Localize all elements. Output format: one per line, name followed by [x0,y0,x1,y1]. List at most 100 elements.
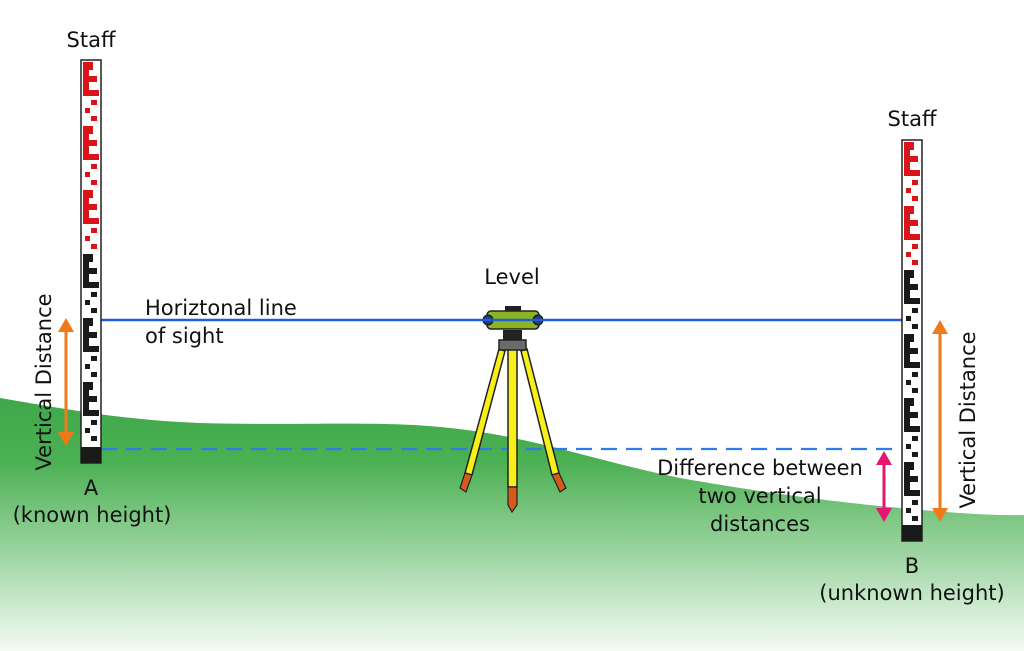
vertical-distance-arrow-right [932,320,948,522]
staff-tick [912,324,918,329]
point-b-caption: (unknown height) [819,581,1005,605]
staff-tick [91,372,97,377]
staff-tick [910,220,918,226]
staff-tick [912,196,918,201]
staff-tick [91,356,97,361]
staff-tick [910,348,918,354]
staff-tick [91,228,97,233]
tripod-foot-right [551,472,567,493]
staff-tick [85,108,90,113]
staff-tick [912,500,918,505]
staff-tick [89,204,97,210]
staff-tick [85,364,90,369]
tripod-head [498,339,527,351]
staff-tick [910,476,918,482]
staff-tick [83,190,93,198]
staff-tick [83,318,93,326]
staff-tick [83,254,93,262]
staff-tick [91,244,97,249]
staff-tick [83,282,99,288]
staff-tick [912,244,918,249]
level-label: Level [484,265,540,289]
line-of-sight-label-2: of sight [145,324,224,348]
arrow-head-top [58,318,74,332]
staff-tick [912,180,918,185]
staff-base [81,447,101,463]
staff-tick [89,332,97,338]
staff-tick [83,126,93,134]
point-b-label: B [904,554,920,578]
staff-tick [91,420,97,425]
staff-label-left: Staff [66,28,116,52]
staff-label-right: Staff [887,107,937,131]
staff-tick [904,406,910,426]
staff-tick [91,164,97,169]
staff-base [902,525,922,541]
staff-tick [904,214,910,234]
staff-tick [91,180,97,185]
staff-tick [904,278,910,298]
staff-tick [89,268,97,274]
difference-label-3: distances [710,512,810,536]
staff-tick [910,412,918,418]
difference-label-2: two vertical [698,484,822,508]
staff-tick [912,260,918,265]
staff-tick [89,396,97,402]
staff-tick [904,298,920,304]
tripod-foot-left [459,472,473,493]
staff-tick [83,390,89,410]
staff-tick [904,170,920,176]
staff-tick [912,452,918,457]
staff-tick [83,410,99,416]
staff-tick [83,134,89,154]
arrow-head-bottom [876,508,892,522]
staff-tick [85,300,90,305]
staff-tick [83,326,89,346]
staff-a [80,59,102,464]
staff-tick [85,428,90,433]
staff-tick [904,334,914,342]
staff-tick [904,462,914,470]
staff-tick [912,372,918,377]
staff-tick [906,316,911,321]
point-a-caption: (known height) [12,503,172,527]
staff-tick [83,382,93,390]
staff-tick [83,154,99,160]
staff-tick [83,218,99,224]
staff-tick [912,516,918,521]
staff-tick [89,140,97,146]
staff-tick [912,308,918,313]
staff-tick [906,380,911,385]
staff-tick [83,62,93,70]
tripod-mount [503,330,522,340]
staff-tick [91,436,97,441]
staff-tick [85,172,90,177]
staff-tick [91,292,97,297]
arrow-head-top [876,451,892,465]
staff-tick [910,156,918,162]
staff-tick [904,270,914,278]
vertical-distance-arrow-left [58,318,74,446]
arrow-head-bottom [932,508,948,522]
staff-tick [906,188,911,193]
vertical-distance-label-left: Vertical Distance [32,293,56,471]
staff-tick [904,426,920,432]
staff-tick [912,388,918,393]
staff-tick [904,342,910,362]
staff-tick [910,284,918,290]
ground-terrain [0,398,1024,651]
staff-tick [904,398,914,406]
tripod-leg-center [507,348,518,488]
staff-tick [904,206,914,214]
arrow-head-top [932,320,948,334]
staff-tick [904,142,914,150]
level-top-knob [505,306,521,311]
difference-arrow [876,451,892,522]
arrow-head-bottom [58,432,74,446]
staff-tick [904,490,920,496]
staff-tick [906,252,911,257]
difference-label-1: Difference between [657,456,863,480]
staff-b [901,139,923,542]
